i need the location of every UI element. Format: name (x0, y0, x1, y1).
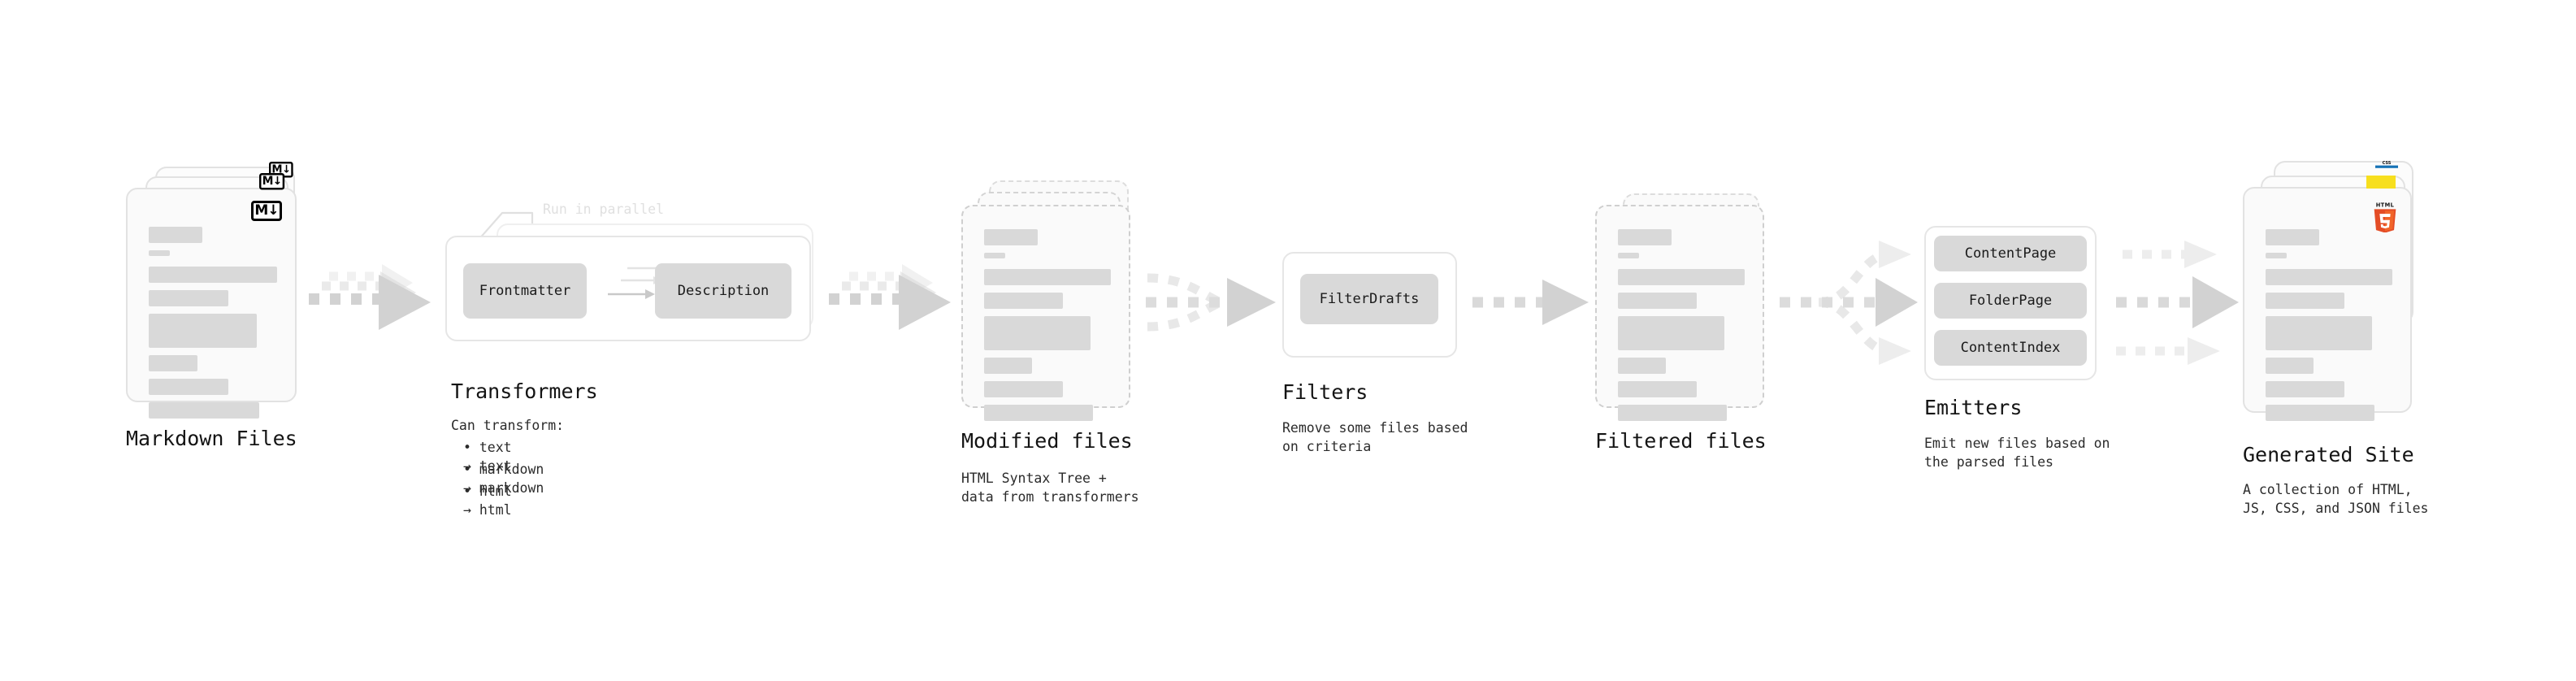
arrow-emitters-to-generated-site (2116, 241, 2239, 365)
emitters-subtitle: Emit new files based on the parsed files (1924, 436, 2110, 470)
doc-card-front (1595, 205, 1764, 421)
stage-title-generated-site: Generated Site (2243, 443, 2414, 466)
content-bar (2266, 381, 2344, 397)
javascript-icon (2366, 176, 2396, 189)
content-bar (1618, 293, 1697, 309)
bullet-row: • html → html (463, 483, 512, 520)
stage-title-emitters: Emitters (1924, 396, 2023, 419)
content-bar (1618, 253, 1639, 258)
content-bar (149, 379, 228, 395)
pill-frontmatter[interactable]: Frontmatter (463, 263, 587, 319)
doc-content-bars (2266, 229, 2392, 428)
content-bar (149, 290, 228, 306)
content-bar (149, 227, 202, 243)
bullet-glyph: • (463, 484, 471, 499)
content-bar (2266, 405, 2375, 421)
stage-title-modified-files: Modified files (961, 429, 1133, 453)
content-bar (1618, 229, 1672, 245)
content-bar (2266, 358, 2314, 374)
pill-contentindex[interactable]: ContentIndex (1934, 330, 2087, 366)
content-bar (149, 250, 170, 256)
css3-icon: CSS (2375, 161, 2398, 168)
filters-subtitle: Remove some files based on criteria (1282, 420, 1468, 454)
html5-icon: HTML (2374, 202, 2396, 232)
content-bar (149, 355, 198, 371)
content-bar (984, 405, 1094, 421)
arrow-filtered-files-to-emitters (1780, 241, 1918, 365)
doc-card-front: M↓ (126, 188, 297, 419)
css3-wordmark: CSS (2383, 161, 2392, 166)
stage-title-filters: Filters (1282, 380, 1368, 404)
content-bar (1618, 269, 1745, 285)
arrow-filters-to-filtered-files (1472, 280, 1589, 325)
stage-title-transformers: Transformers (451, 380, 598, 403)
transformers-subtitle: Can transform: (451, 418, 565, 433)
content-bar (1618, 405, 1728, 421)
content-bar (984, 316, 1091, 350)
arrow-markdown-to-transformers (309, 264, 431, 330)
bullet-text: html → html (463, 484, 512, 518)
content-bar (149, 314, 257, 348)
content-bar (2266, 253, 2287, 258)
content-bar (984, 229, 1038, 245)
bullet-text: text → text (463, 440, 512, 474)
content-bar (2266, 293, 2344, 309)
content-bar (149, 402, 259, 419)
doc-card-front: HTML (2243, 187, 2412, 421)
content-bar (984, 293, 1063, 309)
content-bar (2266, 316, 2373, 350)
bullet-row: • markdown → markdown (463, 461, 544, 498)
pill-folderpage[interactable]: FolderPage (1934, 283, 2087, 319)
pill-description[interactable]: Description (655, 263, 791, 319)
doc-content-bars (984, 229, 1111, 428)
arrow-transformers-to-modified-files (829, 264, 951, 330)
content-bar (2266, 229, 2319, 245)
pill-filterdrafts[interactable]: FilterDrafts (1300, 274, 1438, 324)
content-bar (1618, 358, 1667, 374)
stage-title-markdown-files: Markdown Files (126, 427, 297, 450)
bullet-glyph: • (463, 440, 471, 455)
html5-wordmark: HTML (2376, 202, 2395, 209)
bullet-glyph: • (463, 462, 471, 477)
content-bar (984, 269, 1111, 285)
filtered-files-stack (1595, 193, 1770, 429)
arrow-modified-files-to-filters (1146, 273, 1276, 332)
content-bar (2266, 269, 2392, 285)
content-bar (1618, 381, 1697, 397)
generated-site-stack: HTML CSS (2243, 161, 2430, 421)
markdown-badge-mid: M↓ (259, 173, 285, 190)
generated-site-subtitle: A collection of HTML, JS, CSS, and JSON … (2243, 482, 2429, 516)
modified-files-stack (961, 180, 1136, 421)
stage-title-filtered-files: Filtered files (1595, 429, 1767, 453)
pill-contentpage[interactable]: ContentPage (1934, 236, 2087, 271)
content-bar (1618, 316, 1725, 350)
markdown-files-stack: M↓ M↓ M↓ (126, 162, 301, 419)
bullet-text: markdown → markdown (463, 462, 544, 496)
modified-files-subtitle: HTML Syntax Tree + data from transformer… (961, 471, 1139, 505)
content-bar (984, 253, 1005, 258)
content-bar (149, 267, 277, 283)
doc-content-bars (149, 227, 277, 426)
doc-card-front (961, 205, 1130, 421)
bullet-row: • text → text (463, 439, 512, 476)
content-bar (984, 358, 1033, 374)
markdown-badge: M↓ (251, 201, 282, 221)
doc-content-bars (1618, 229, 1745, 428)
content-bar (984, 381, 1063, 397)
run-in-parallel-label: Run in parallel (543, 202, 665, 217)
